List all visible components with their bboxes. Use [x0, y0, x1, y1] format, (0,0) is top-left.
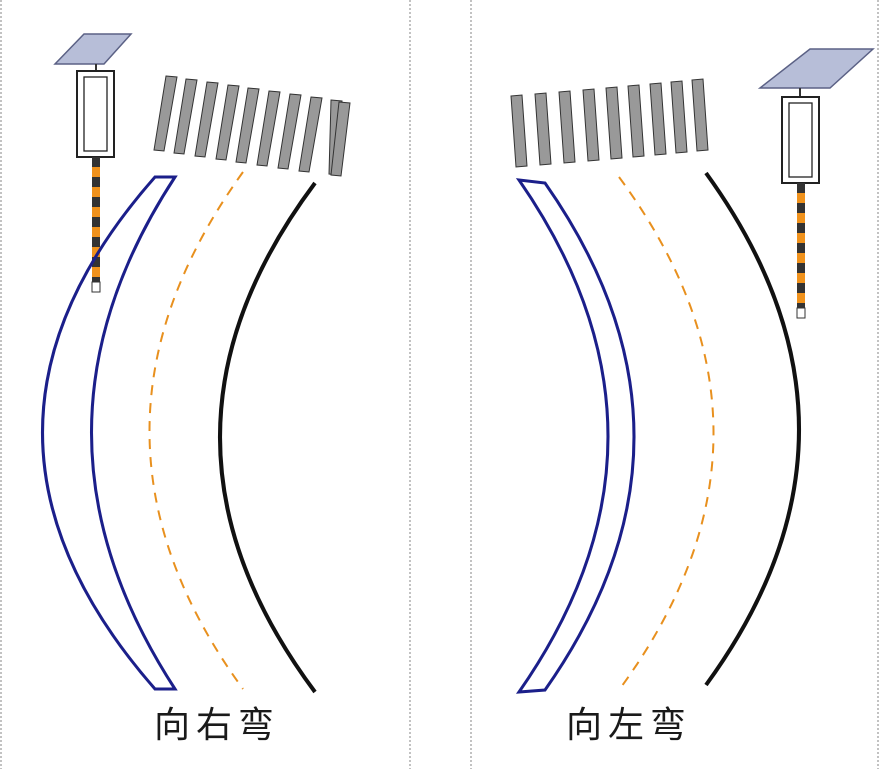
center-dashed-line — [148, 171, 244, 690]
sign-face — [788, 102, 813, 178]
panel-left-curve — [510, 48, 875, 694]
center-dashed-line — [618, 176, 715, 691]
solar-panel — [53, 33, 133, 65]
chevron-stripes-icon — [510, 78, 709, 168]
outer-edge-line — [218, 181, 317, 694]
solar-panel — [757, 48, 875, 89]
caption-right-curve: 向右弯 — [154, 705, 281, 746]
panel-right-curve — [41, 33, 351, 694]
outer-edge-line — [704, 171, 801, 687]
warning-pole — [91, 157, 101, 293]
solar-warning-light-icon — [53, 33, 133, 293]
pole-base — [91, 281, 101, 293]
caption-left-curve: 向左弯 — [566, 705, 693, 746]
inner-edge-line — [41, 175, 178, 691]
sign-face — [83, 76, 108, 152]
solar-warning-light-icon — [757, 48, 875, 319]
inner-edge-line — [515, 178, 636, 694]
chevron-stripes-icon — [153, 75, 351, 177]
warning-pole — [796, 183, 806, 319]
pole-base — [796, 307, 806, 319]
